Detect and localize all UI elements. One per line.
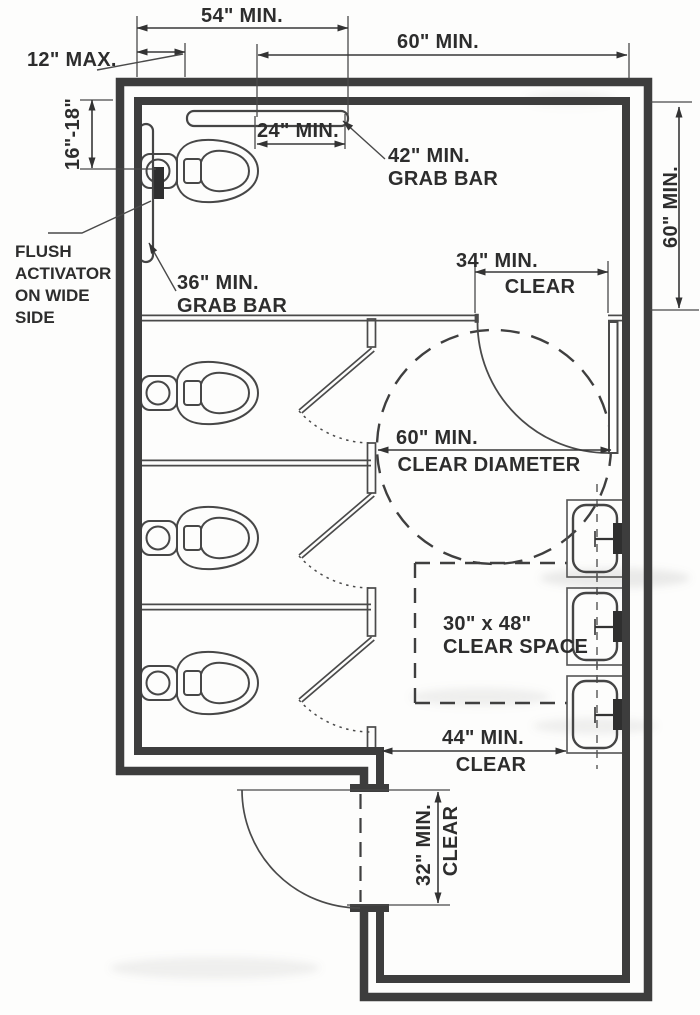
entry-door-top-jamb xyxy=(350,784,389,792)
sink-2-icon xyxy=(565,570,625,683)
grab-bar-42-label-1: 42" MIN. xyxy=(388,145,470,167)
flush-activator-label-3: ON WIDE xyxy=(15,286,90,305)
dim-32-label-2: CLEAR xyxy=(440,806,462,877)
dim-32-label-1: 32" MIN. xyxy=(413,804,435,886)
dim-60-right-label: 60" MIN. xyxy=(660,166,682,248)
dim-44-label-2: CLEAR xyxy=(456,754,527,776)
grab-bar-36-label-2: GRAB BAR xyxy=(177,295,287,317)
dim-16-18-label: 16"-18" xyxy=(62,98,84,170)
clear-space-outline xyxy=(413,561,567,705)
dim-60-diameter-label-1: 60" MIN. xyxy=(396,427,478,449)
walls xyxy=(115,77,653,1002)
scan-noise xyxy=(110,92,690,979)
dim-34-label-1: 34" MIN. xyxy=(456,250,538,272)
flush-activator-leader xyxy=(48,200,152,234)
entry-door-swing-arc xyxy=(241,789,361,909)
dim-12-label: 12" MAX. xyxy=(27,49,117,71)
clear-space-label-1: 30" x 48" xyxy=(443,613,531,635)
flush-activator-icon xyxy=(154,167,164,199)
sink-1-icon xyxy=(565,482,625,595)
grab-bar-36-label-1: 36" MIN. xyxy=(177,272,259,294)
flush-offset-leader xyxy=(96,53,184,71)
flush-activator-label-4: SIDE xyxy=(15,308,55,327)
dimension-lines xyxy=(88,24,683,904)
stall-doors xyxy=(298,347,375,703)
grab-bar-42-label-2: GRAB BAR xyxy=(388,168,498,190)
toilet-stall3-icon xyxy=(140,650,259,716)
dim-44-label-1: 44" MIN. xyxy=(442,727,524,749)
flush-activator-label-1: FLUSH xyxy=(15,242,72,261)
dim-24-label: 24" MIN. xyxy=(257,120,339,142)
stall-partitions xyxy=(142,313,623,611)
accessible-door-leaf xyxy=(608,321,619,454)
dim-34-label-2: CLEAR xyxy=(505,276,576,298)
stall-door-jambs xyxy=(366,318,377,754)
toilet-stall1-icon xyxy=(140,360,259,426)
grab-bar-42-leader xyxy=(342,120,386,160)
toilet-stall2-icon xyxy=(140,505,259,571)
dim-60-diameter-label-2: CLEAR DIAMETER xyxy=(397,454,580,476)
dim-54-label: 54" MIN. xyxy=(201,5,283,27)
entry-door-bottom-jamb xyxy=(350,904,389,912)
grab-bar-36-leader xyxy=(148,242,177,292)
stall-door-swing-arcs xyxy=(298,410,372,733)
dim-60-top-label: 60" MIN. xyxy=(397,31,479,53)
sink-3-icon xyxy=(565,658,625,771)
leader-lines xyxy=(48,53,386,292)
flush-activator-label-2: ACTIVATOR xyxy=(15,264,111,283)
clear-space-label-2: CLEAR SPACE xyxy=(443,636,588,658)
